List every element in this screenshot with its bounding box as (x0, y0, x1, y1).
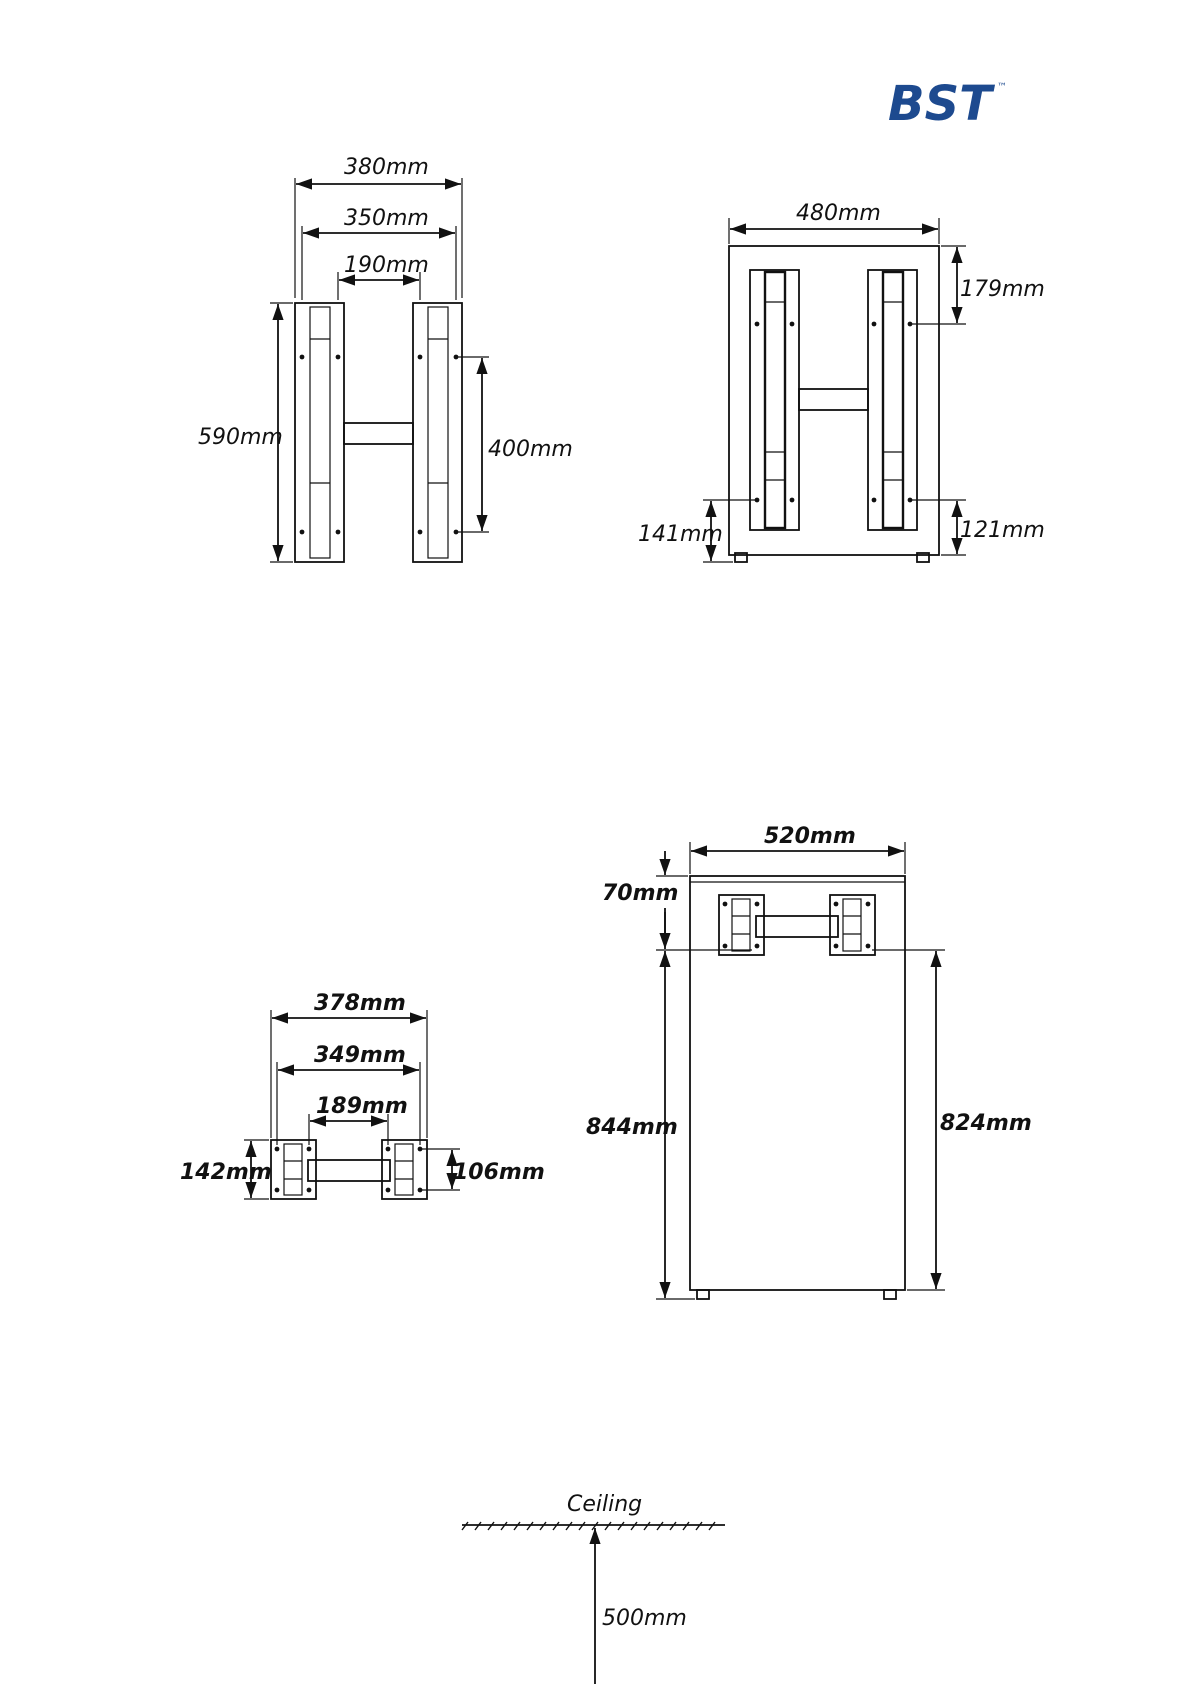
installation-view: Ceiling 500mm (462, 1492, 725, 1684)
dim-top-depth: 142mm (180, 1160, 272, 1185)
dim-rail-span: 350mm (344, 206, 429, 231)
dim-bottom-offset-left: 141mm (638, 522, 723, 547)
dim-overall-width: 380mm (344, 155, 429, 180)
cabinet-back-view: 480mm 179mm 141mm 121mm (638, 201, 1045, 562)
dim-top-overall-width: 378mm (314, 991, 406, 1016)
dim-inner-gap: 190mm (344, 253, 429, 278)
dim-side-width: 520mm (764, 824, 856, 849)
dim-cabinet-width: 480mm (796, 201, 881, 226)
bst-logo: BST ™ (888, 76, 1007, 132)
dim-height: 590mm (198, 425, 283, 450)
dim-top-inner-gap: 189mm (316, 1094, 408, 1119)
dim-side-top-offset: 70mm (602, 881, 678, 906)
bracket-top-view: 378mm 349mm 189mm 142mm 106mm (180, 991, 545, 1199)
dim-bottom-offset-right: 121mm (960, 518, 1045, 543)
dim-top-inner-depth: 106mm (453, 1160, 545, 1185)
dim-ceiling-clearance: 500mm (602, 1606, 687, 1631)
ceiling-label: Ceiling (567, 1492, 642, 1517)
dim-side-left-height: 844mm (586, 1115, 678, 1140)
cabinet-side-view: 520mm 70mm 844mm 824mm (586, 824, 1032, 1299)
bracket-front-view: 380mm 350mm 190mm 590mm 400mm (198, 155, 573, 562)
dim-top-offset: 179mm (960, 277, 1045, 302)
dim-top-rail-span: 349mm (314, 1043, 406, 1068)
dim-hole-spacing: 400mm (488, 437, 573, 462)
logo-trademark: ™ (997, 82, 1007, 93)
logo-text: BST (888, 76, 995, 132)
dim-side-right-height: 824mm (940, 1111, 1032, 1136)
